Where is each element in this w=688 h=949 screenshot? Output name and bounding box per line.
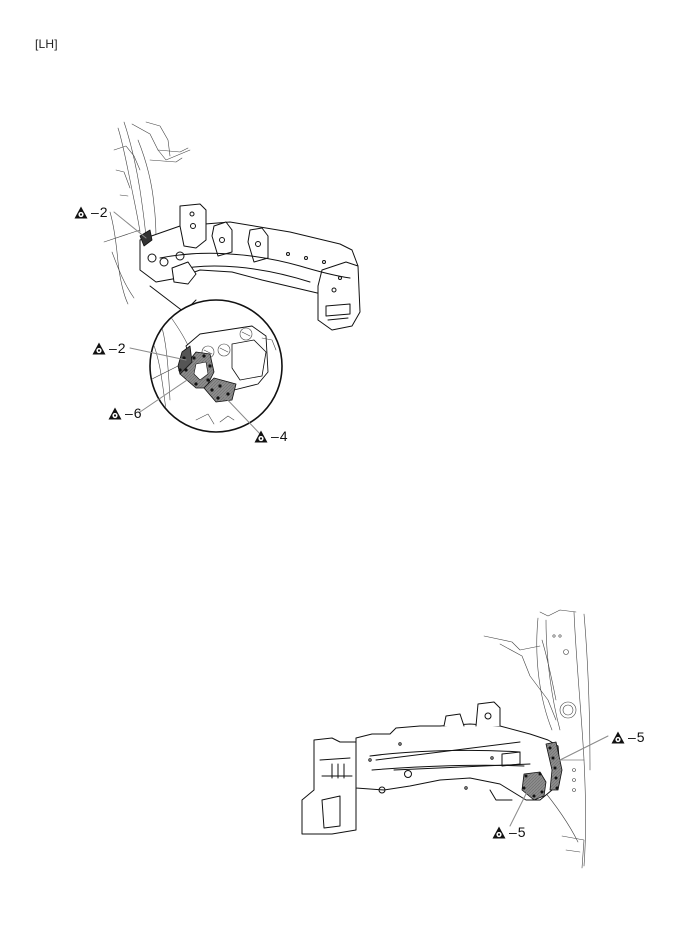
- body-structure-lower: [483, 609, 591, 869]
- side-label: [LH]: [35, 37, 58, 51]
- spot-weld-icon: [492, 826, 506, 838]
- weld-count: 2: [99, 204, 108, 220]
- leaders-upper: [113, 211, 263, 437]
- side-member-lower: [301, 701, 561, 835]
- weld-count: 5: [517, 824, 526, 840]
- spot-weld-icon: [74, 206, 88, 218]
- callout-detail-6: – 6: [108, 406, 142, 420]
- leaders-lower: [509, 735, 609, 827]
- spot-weld-icon: [92, 342, 106, 354]
- weld-count: 2: [117, 340, 126, 356]
- callout-upper-main-2: – 2: [74, 205, 108, 219]
- weld-dots-lower: [522, 746, 559, 798]
- upper-figure: [103, 121, 361, 437]
- callout-detail-4: – 4: [254, 429, 288, 443]
- spot-weld-icon: [254, 430, 268, 442]
- weld-area-detail-4: [203, 377, 237, 403]
- weld-count: 4: [279, 428, 288, 444]
- weld-area-lower-right: [545, 741, 563, 791]
- lower-figure: [301, 609, 609, 869]
- weld-count: 6: [133, 405, 142, 421]
- weld-area-lower-bottom: [521, 771, 547, 801]
- side-member-upper: [139, 203, 361, 331]
- spot-weld-icon: [611, 731, 625, 743]
- weld-dots-detail: [178, 354, 230, 400]
- callout-detail-2: – 2: [92, 341, 126, 355]
- callout-lower-5-bottom: – 5: [492, 825, 526, 839]
- apron-structure: [103, 121, 191, 305]
- spot-weld-icon: [108, 407, 122, 419]
- callout-lower-5-right: – 5: [611, 730, 645, 744]
- weld-count: 5: [636, 729, 645, 745]
